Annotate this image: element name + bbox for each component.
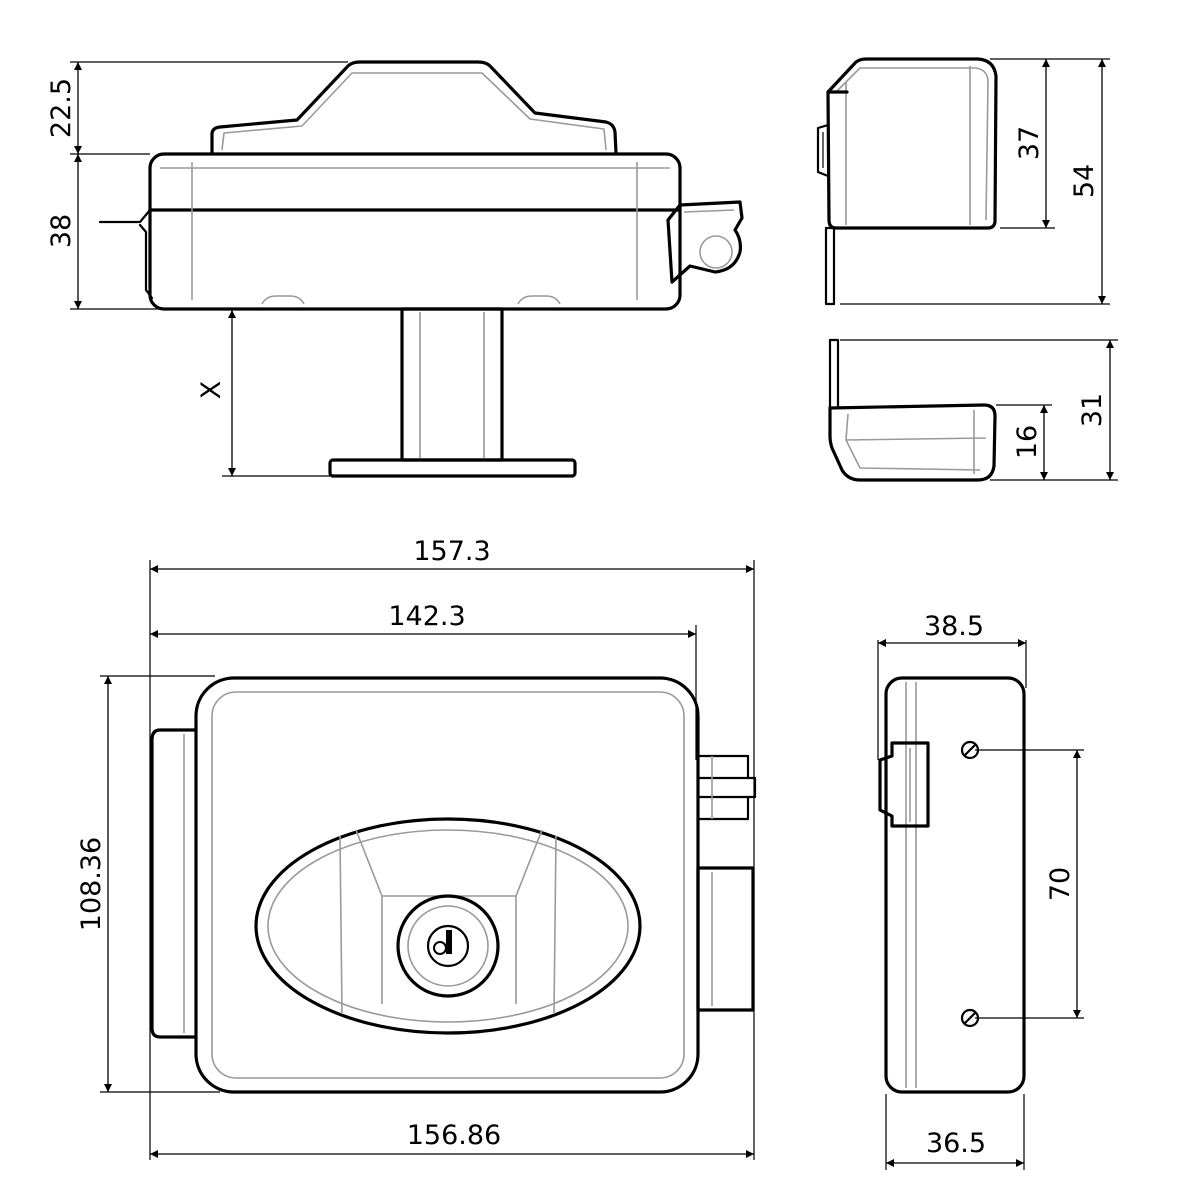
dim-edge-bottom-width: 36.5 xyxy=(926,1128,986,1159)
latch-bolt xyxy=(666,200,744,284)
lock-body xyxy=(148,152,682,311)
plan-view xyxy=(150,676,757,1094)
side-view-bottom-dimensions: 16 31 xyxy=(840,339,1118,481)
front-view-dimensions: 22.5 38 X xyxy=(46,61,348,477)
dim-height-body: 38 xyxy=(46,214,77,248)
dim-offset-x: X xyxy=(196,381,227,400)
keyhole-icon xyxy=(446,930,452,954)
dim-hole-spacing: 70 xyxy=(1045,867,1076,901)
dim-side-inner-height: 37 xyxy=(1014,126,1045,160)
key-escutcheon xyxy=(254,817,642,1035)
edge-view xyxy=(878,676,1026,1094)
key-cylinder xyxy=(396,894,500,998)
side-view-top xyxy=(816,57,998,306)
side-view-bottom xyxy=(828,338,997,482)
front-view xyxy=(98,60,744,478)
dim-side-total-height: 54 xyxy=(1069,164,1100,198)
edge-view-dimensions: 38.5 36.5 70 xyxy=(877,611,1084,1170)
plan-view-dimensions: 157.3 142.3 156.86 108.36 xyxy=(76,536,755,1160)
dim-overall-width: 157.3 xyxy=(413,536,490,567)
lock-cap xyxy=(210,60,618,155)
plan-latch xyxy=(696,866,755,1012)
edge-body xyxy=(884,676,1026,1094)
dim-bottom-inner-height: 16 xyxy=(1012,425,1043,459)
base-plate xyxy=(328,458,577,478)
dim-bottom-width: 156.86 xyxy=(407,1120,501,1151)
dim-edge-top-width: 38.5 xyxy=(924,611,984,642)
dim-bottom-total-height: 31 xyxy=(1077,393,1108,427)
dim-plan-height: 108.36 xyxy=(76,837,107,931)
dim-height-top: 22.5 xyxy=(46,78,77,138)
dim-body-width: 142.3 xyxy=(388,601,465,632)
lock-shaft xyxy=(400,307,504,462)
side-view-top-dimensions: 37 54 xyxy=(840,58,1110,305)
